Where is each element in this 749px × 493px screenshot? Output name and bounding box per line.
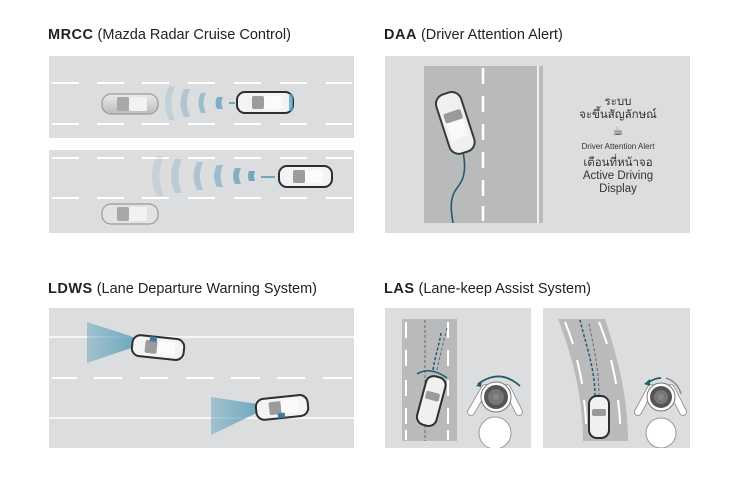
drift-path (588, 323, 600, 397)
daa-line-5: Display (599, 183, 637, 195)
following-car-icon (101, 93, 159, 115)
camera-beam-top (87, 322, 149, 363)
daa-full-name: (Driver Attention Alert) (420, 27, 563, 43)
ldws-acronym: LDWS (48, 281, 93, 297)
car-icon (588, 395, 610, 439)
mrcc-panel-top (49, 56, 354, 138)
las-panel-curve (543, 308, 690, 448)
radar-waves (165, 86, 235, 120)
lane-dashes (564, 321, 621, 425)
mrcc-acronym: MRCC (48, 27, 94, 43)
daa-road-scene (424, 66, 543, 224)
ldws-panel (49, 308, 354, 448)
ldws-title: LDWS (Lane Departure Warning System) (48, 281, 317, 297)
las-acronym: LAS (384, 281, 415, 297)
drift-path (436, 327, 448, 371)
ldws-full-name: (Lane Departure Warning System) (96, 281, 317, 297)
daa-line-3: เตือนที่หน้าจอ (583, 157, 653, 169)
daa-line-4: Active Driving (582, 170, 654, 182)
lane-dashes (52, 82, 352, 125)
mrcc-title: MRCC (Mazda Radar Cruise Control) (48, 27, 291, 43)
road-surface (558, 319, 628, 441)
mrcc-scene-bottom (52, 156, 352, 225)
leading-car-icon (278, 165, 333, 188)
drift-path (450, 151, 466, 224)
leading-car-icon (236, 91, 294, 114)
lane-dashes (405, 322, 449, 440)
las-full-name: (Lane-keep Assist System) (418, 281, 591, 297)
driver-steering-icon (634, 382, 687, 448)
car-icon (415, 375, 447, 427)
mrcc-panel-bottom (49, 150, 354, 233)
departing-car-icon-bottom (254, 394, 310, 421)
following-car-icon (101, 203, 159, 225)
ldws-scene (49, 322, 354, 435)
drifting-car-icon (434, 91, 476, 155)
road-surface (424, 66, 543, 223)
daa-acronym: DAA (384, 27, 417, 43)
driver-steering-icon (467, 381, 523, 448)
mrcc-scene-top (52, 82, 352, 125)
las-panel-straight (385, 308, 531, 448)
daa-panel: ระบบ จะขึ้นสัญลักษณ์ ☕ Driver Attention … (385, 56, 690, 233)
radar-waves (152, 156, 275, 196)
daa-title: DAA (Driver Attention Alert) (384, 27, 563, 43)
las-scene-straight (402, 319, 523, 448)
daa-line-2: จะขึ้นสัญลักษณ์ (579, 109, 657, 121)
departing-car-icon-top (130, 334, 186, 361)
las-title: LAS (Lane-keep Assist System) (384, 281, 591, 297)
assist-path (579, 319, 596, 397)
rotate-arrow-grey-icon (665, 377, 682, 395)
coffee-cup-icon: ☕ (612, 124, 624, 138)
lane-dashes (52, 157, 352, 199)
mrcc-full-name: (Mazda Radar Cruise Control) (97, 27, 291, 43)
daa-alert-label: Driver Attention Alert (581, 142, 655, 151)
correction-arrow (416, 370, 448, 379)
las-scene-curve (558, 319, 687, 448)
daa-line-1: ระบบ (604, 96, 632, 108)
daa-message: ระบบ จะขึ้นสัญลักษณ์ ☕ Driver Attention … (553, 96, 683, 196)
